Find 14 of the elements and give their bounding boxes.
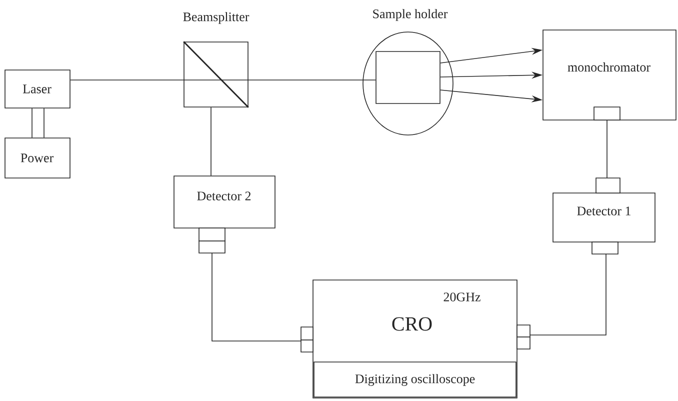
cable — [198, 228, 314, 352]
cable — [594, 106, 620, 194]
node-label: Beamsplitter — [183, 12, 250, 24]
cable — [516, 242, 618, 350]
node-label: Sample holder — [373, 9, 448, 21]
laser-box: Laser — [4, 70, 70, 108]
sample-box — [376, 51, 440, 104]
detector-box: Detector 1 — [552, 192, 656, 242]
connecting-line — [210, 107, 212, 176]
beamsplitter-cube: Beamsplitter — [183, 12, 250, 108]
oscilloscope-band: Digitizing oscilloscope — [314, 362, 516, 398]
detector-box: Detector 2 — [174, 176, 276, 228]
monochromator-box: monochromator — [542, 30, 676, 120]
power-box: Power — [4, 138, 70, 178]
